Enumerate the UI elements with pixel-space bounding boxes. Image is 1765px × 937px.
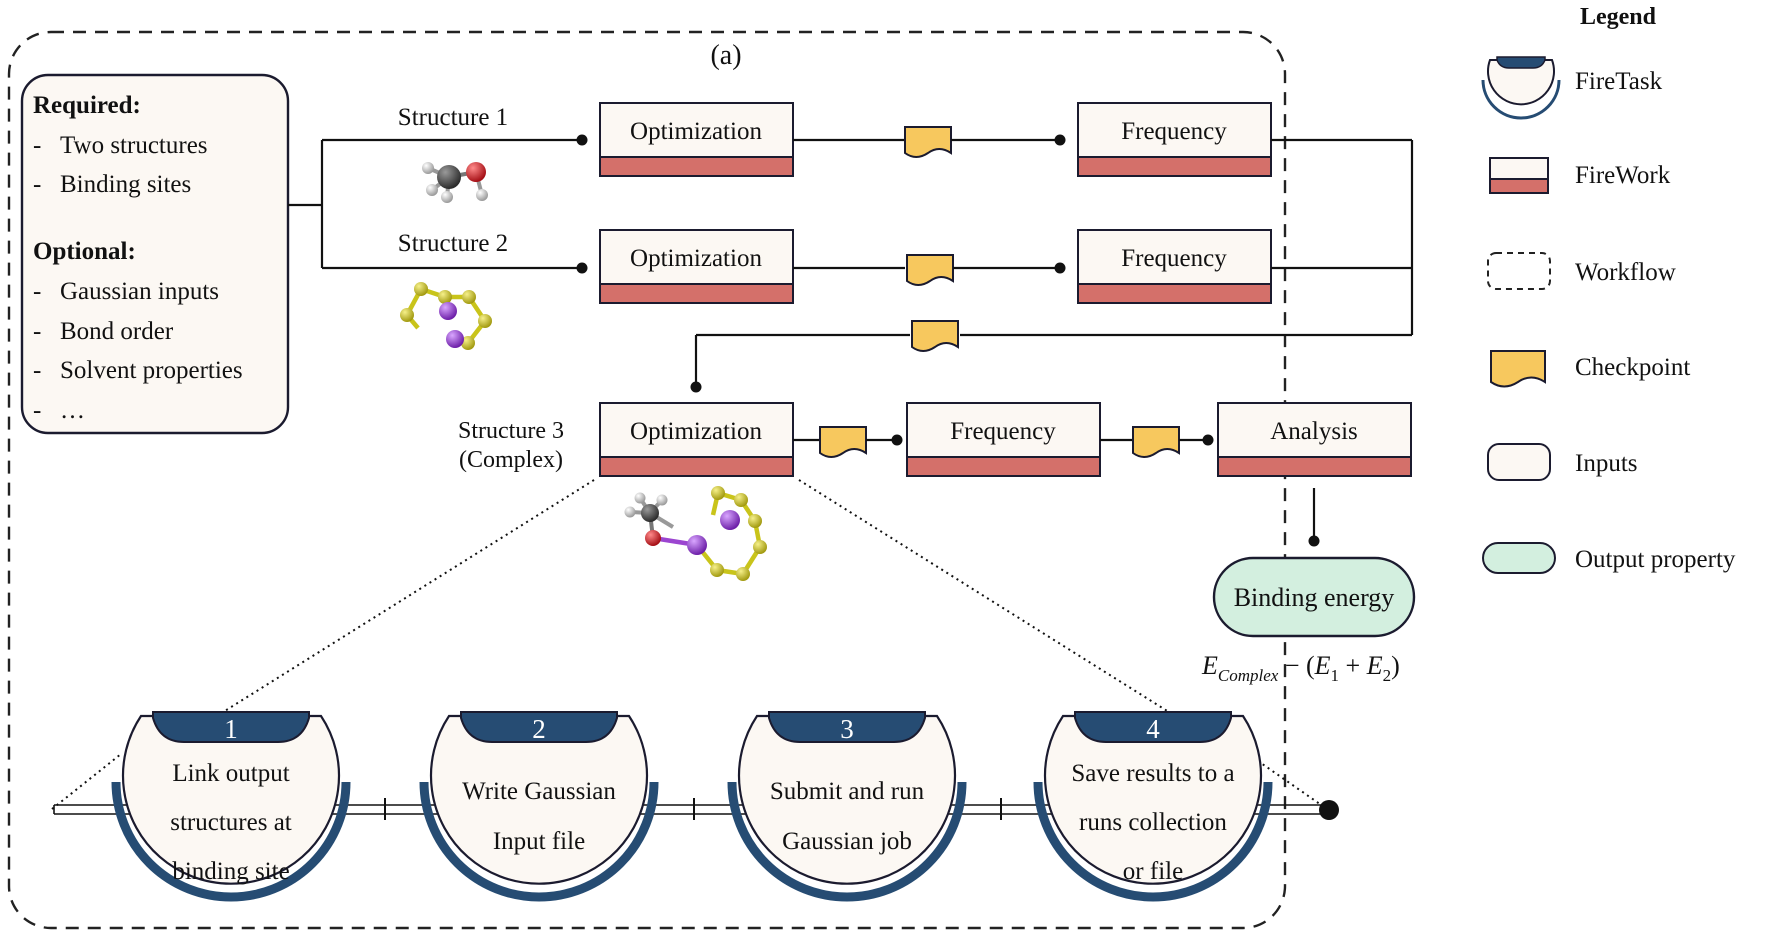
input-connectors — [288, 134, 588, 274]
legend-firetask-icon — [1481, 56, 1561, 120]
structure-3-sublabel: (Complex) — [459, 447, 563, 473]
legend-title: Legend — [1580, 4, 1657, 30]
firetask-1: 1 Link output structures at binding site — [111, 711, 351, 902]
required-title: Required: — [33, 92, 141, 119]
frequency-3-label: Frequency — [950, 418, 1056, 445]
optimization-1-label: Optimization — [630, 118, 762, 145]
binding-energy-formula: EComplex − (E1 + E2) — [1201, 651, 1400, 685]
methanol-molecule — [422, 162, 488, 203]
structure-1-label: Structure 1 — [398, 104, 508, 131]
firetask-1-line-2: structures at — [170, 809, 292, 836]
firetask-3-number: 3 — [840, 714, 854, 744]
firetask-3: 3 Submit and run Gaussian job — [727, 711, 967, 902]
firetask-4-number: 4 — [1146, 714, 1160, 744]
legend-firetask-label: FireTask — [1575, 68, 1663, 95]
checkpoint-4 — [1132, 426, 1180, 458]
legend-checkpoint-label: Checkpoint — [1575, 354, 1690, 381]
optional-dash-2: - — [33, 318, 41, 345]
legend-inputs-label: Inputs — [1575, 450, 1638, 477]
firetask-3-line-1: Submit and run — [770, 778, 925, 805]
merge-connector — [690, 138, 1414, 393]
checkpoint-merge — [911, 320, 959, 352]
firetask-1-line-1: Link output — [172, 760, 289, 787]
optional-item-1: Gaussian inputs — [60, 278, 219, 305]
checkpoint-2 — [906, 254, 954, 286]
analysis-label: Analysis — [1270, 418, 1358, 445]
complex-molecule — [624, 486, 767, 581]
firework-optimization-2: Optimization — [599, 229, 794, 304]
firework-frequency-1: Frequency — [1077, 102, 1272, 177]
legend-workflow-icon — [1487, 252, 1551, 290]
firetask-4-line-3: or file — [1123, 858, 1183, 885]
legend-workflow-label: Workflow — [1575, 259, 1676, 286]
firetask-2-line-1: Write Gaussian — [462, 778, 616, 805]
optional-dash-4: - — [33, 397, 41, 424]
firework-optimization-3: Optimization — [599, 402, 794, 477]
firetask-2-line-2: Input file — [493, 828, 585, 855]
firetask-2-number: 2 — [532, 714, 546, 744]
optional-item-4: … — [60, 397, 85, 424]
panel-label: (a) — [710, 40, 741, 71]
firework-frequency-2: Frequency — [1077, 229, 1272, 304]
legend-output-icon — [1482, 542, 1556, 574]
optimization-3-label: Optimization — [630, 418, 762, 445]
legend-firework-icon — [1489, 157, 1549, 194]
optional-dash-3: - — [33, 357, 41, 384]
structure-2-label: Structure 2 — [398, 230, 508, 257]
optional-item-3: Solvent properties — [60, 357, 243, 384]
frequency-2-label: Frequency — [1121, 245, 1227, 272]
optimization-2-label: Optimization — [630, 245, 762, 272]
firetask-1-line-3: binding site — [172, 858, 289, 885]
inputs-box: Required: - Two structures - Binding sit… — [20, 73, 290, 435]
legend-checkpoint-icon — [1490, 350, 1546, 388]
output-binding-energy: Binding energy — [1212, 556, 1416, 638]
firetask-1-number: 1 — [224, 714, 238, 744]
frequency-1-label: Frequency — [1121, 118, 1227, 145]
optional-item-2: Bond order — [60, 318, 174, 345]
legend-firework-label: FireWork — [1575, 162, 1671, 189]
structure-3-label: Structure 3 — [458, 418, 564, 444]
binding-energy-label: Binding energy — [1234, 583, 1395, 612]
checkpoint-1 — [904, 126, 952, 158]
required-dash-2: - — [33, 171, 41, 198]
firework-analysis: Analysis — [1217, 402, 1412, 477]
firetask-3-line-2: Gaussian job — [782, 828, 912, 855]
legend: Legend FireTask FireWork Workflow Checkp… — [1481, 4, 1736, 574]
legend-output-label: Output property — [1575, 546, 1736, 573]
required-item-1: Two structures — [60, 132, 208, 159]
firetask-4-line-2: runs collection — [1079, 809, 1227, 836]
checkpoint-3 — [819, 426, 867, 458]
zoom-guides — [51, 479, 1328, 810]
workflow-border — [7, 30, 1287, 930]
firetask-2: 2 Write Gaussian Input file — [419, 711, 659, 902]
optional-title: Optional: — [33, 238, 136, 265]
firework-frequency-3: Frequency — [906, 402, 1101, 477]
firetask-4: 4 Save results to a runs collection or f… — [1033, 711, 1273, 902]
firetask-4-line-1: Save results to a — [1071, 760, 1234, 787]
optional-dash-1: - — [33, 278, 41, 305]
required-item-2: Binding sites — [60, 171, 191, 198]
firework-optimization-1: Optimization — [599, 102, 794, 177]
required-dash-1: - — [33, 132, 41, 159]
legend-inputs-icon — [1487, 443, 1551, 481]
sulfur-iodine-molecule — [400, 282, 492, 350]
